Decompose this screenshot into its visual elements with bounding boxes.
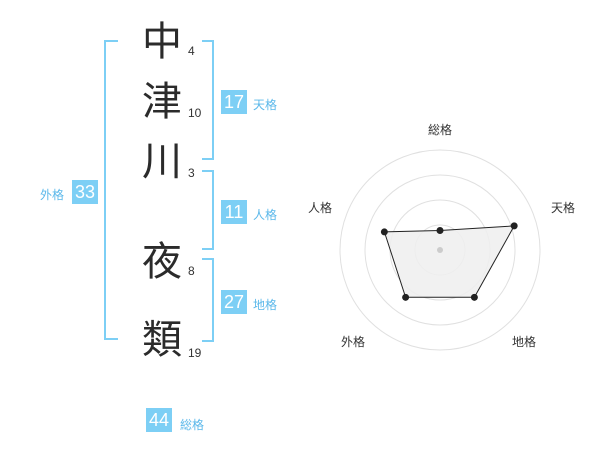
radar-points (380, 222, 518, 301)
gaikaku-bracket (104, 40, 118, 340)
radar-point (402, 293, 410, 301)
tenkaku-label: 天格 (253, 98, 278, 112)
radar-point (436, 227, 444, 234)
name-char-4: 夜 (142, 239, 182, 285)
radar-point (470, 293, 478, 301)
name-char-1: 中 (142, 19, 182, 65)
stroke-count-2: 10 (188, 106, 202, 120)
jinkaku-value: 11 (221, 200, 247, 224)
radar-ring (364, 174, 516, 326)
stroke-count-1: 4 (188, 44, 195, 58)
tenkaku-bracket (202, 40, 214, 160)
tenkaku-value: 17 (221, 90, 247, 114)
chikaku-label: 地格 (253, 298, 278, 312)
radar-label-soukaku: 総格 (428, 122, 452, 137)
radar-label-chikaku: 地格 (512, 334, 536, 349)
name-char-2: 津 (142, 79, 182, 125)
name-char-3: 川 (142, 139, 182, 185)
chikaku-value: 27 (221, 290, 247, 314)
radar-label-jinkaku: 人格 (308, 200, 332, 215)
gaikaku-value: 33 (72, 180, 98, 204)
jinkaku-label: 人格 (253, 208, 278, 222)
radar-center (437, 247, 443, 253)
stroke-count-4: 8 (188, 264, 195, 278)
radar-point (380, 228, 388, 236)
stroke-count-3: 3 (188, 166, 195, 180)
stroke-count-5: 19 (188, 346, 202, 360)
name-char-5: 類 (142, 317, 182, 363)
gaikaku-label: 外格 (40, 188, 65, 202)
soukaku-value: 44 (146, 408, 172, 432)
radar-area (383, 225, 516, 298)
radar-label-tenkaku: 天格 (551, 200, 575, 215)
soukaku-label: 総格 (180, 418, 205, 432)
chikaku-bracket (202, 258, 214, 342)
radar-label-gaikaku: 外格 (341, 334, 365, 349)
radar-point (510, 222, 518, 230)
jinkaku-bracket (202, 170, 214, 250)
